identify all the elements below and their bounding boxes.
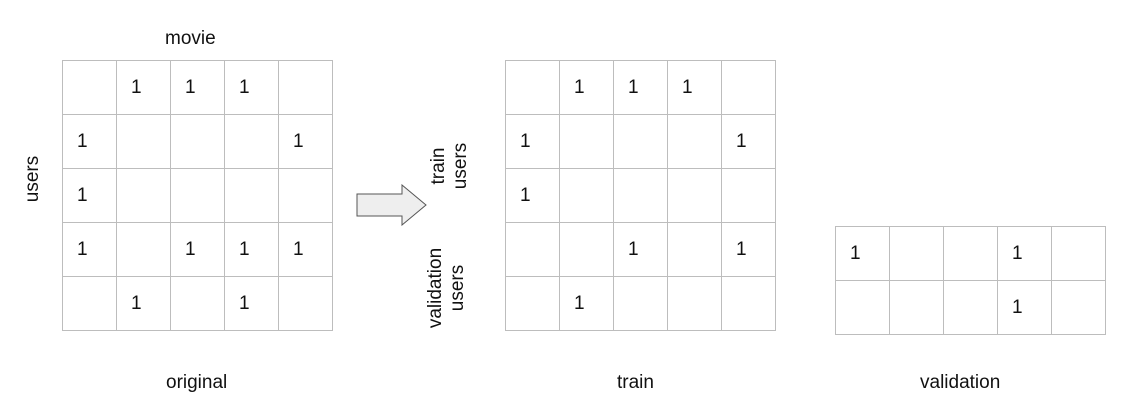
validation-users-label-line1: validation (425, 247, 446, 329)
original-matrix-cell (224, 168, 279, 223)
train-matrix-cell: 1 (667, 60, 722, 115)
original-matrix-cell (170, 114, 225, 169)
validation-matrix-cell (889, 280, 944, 335)
original-row-label: users (22, 155, 43, 203)
train-users-label: train users (428, 136, 472, 196)
train-matrix-cell (667, 276, 722, 331)
original-matrix-row: 1 (62, 168, 333, 223)
right-arrow-icon (356, 184, 427, 226)
validation-matrix-row: 1 (835, 280, 1106, 335)
train-matrix-cell (559, 114, 614, 169)
train-matrix-cell (721, 276, 776, 331)
validation-matrix-cell (889, 226, 944, 281)
train-matrix-cell (505, 60, 560, 115)
original-matrix-cell: 1 (278, 114, 333, 169)
train-caption: train (617, 372, 654, 393)
train-matrix-cell (559, 222, 614, 277)
original-matrix-cell: 1 (116, 276, 171, 331)
train-matrix-cell: 1 (505, 114, 560, 169)
original-matrix-cell: 1 (62, 168, 117, 223)
train-matrix-cell (721, 168, 776, 223)
original-matrix-cell (170, 168, 225, 223)
original-title: movie (165, 28, 216, 49)
validation-users-label: validation users (425, 240, 469, 336)
train-matrix-cell (667, 168, 722, 223)
validation-matrix-cell: 1 (835, 226, 890, 281)
validation-matrix-cell: 1 (997, 280, 1052, 335)
original-matrix-cell: 1 (278, 222, 333, 277)
train-matrix-cell (559, 168, 614, 223)
original-matrix-cell: 1 (170, 60, 225, 115)
validation-matrix-cell: 1 (997, 226, 1052, 281)
original-matrix-cell: 1 (224, 60, 279, 115)
original-matrix-cell (278, 168, 333, 223)
validation-users-label-line2: users (447, 264, 468, 312)
original-matrix-cell (62, 60, 117, 115)
train-matrix-cell (667, 222, 722, 277)
train-users-label-line1: train (428, 147, 449, 185)
original-matrix-cell (62, 276, 117, 331)
original-matrix-cell (116, 168, 171, 223)
train-users-label-line2: users (450, 142, 471, 190)
train-matrix-cell: 1 (721, 222, 776, 277)
train-matrix-cell (667, 114, 722, 169)
original-matrix-cell (224, 114, 279, 169)
train-matrix-cell (721, 60, 776, 115)
train-matrix-cell (613, 114, 668, 169)
validation-matrix-cell (1051, 280, 1106, 335)
train-matrix-cell: 1 (721, 114, 776, 169)
original-matrix-cell: 1 (62, 114, 117, 169)
train-matrix-cell: 1 (559, 276, 614, 331)
train-matrix-cell: 1 (505, 168, 560, 223)
original-matrix-cell (116, 222, 171, 277)
original-matrix-cell: 1 (116, 60, 171, 115)
original-matrix-cell (278, 60, 333, 115)
validation-matrix-cell (835, 280, 890, 335)
train-matrix-cell: 1 (559, 60, 614, 115)
original-matrix-cell (170, 276, 225, 331)
validation-caption: validation (920, 372, 1001, 393)
train-matrix-cell (505, 222, 560, 277)
original-matrix-cell: 1 (62, 222, 117, 277)
validation-matrix-cell (1051, 226, 1106, 281)
validation-matrix-cell (943, 280, 998, 335)
train-matrix-cell (613, 168, 668, 223)
train-matrix-cell (505, 276, 560, 331)
original-caption: original (166, 372, 228, 393)
train-matrix-cell: 1 (613, 60, 668, 115)
train-matrix-cell: 1 (613, 222, 668, 277)
train-matrix-cell (613, 276, 668, 331)
original-matrix-cell (278, 276, 333, 331)
original-matrix-cell (116, 114, 171, 169)
train-matrix-row: 1 (505, 276, 776, 331)
train-matrix-row: 1 (505, 168, 776, 223)
original-matrix-cell: 1 (224, 222, 279, 277)
validation-matrix-cell (943, 226, 998, 281)
original-matrix-cell: 1 (224, 276, 279, 331)
original-matrix-cell: 1 (170, 222, 225, 277)
